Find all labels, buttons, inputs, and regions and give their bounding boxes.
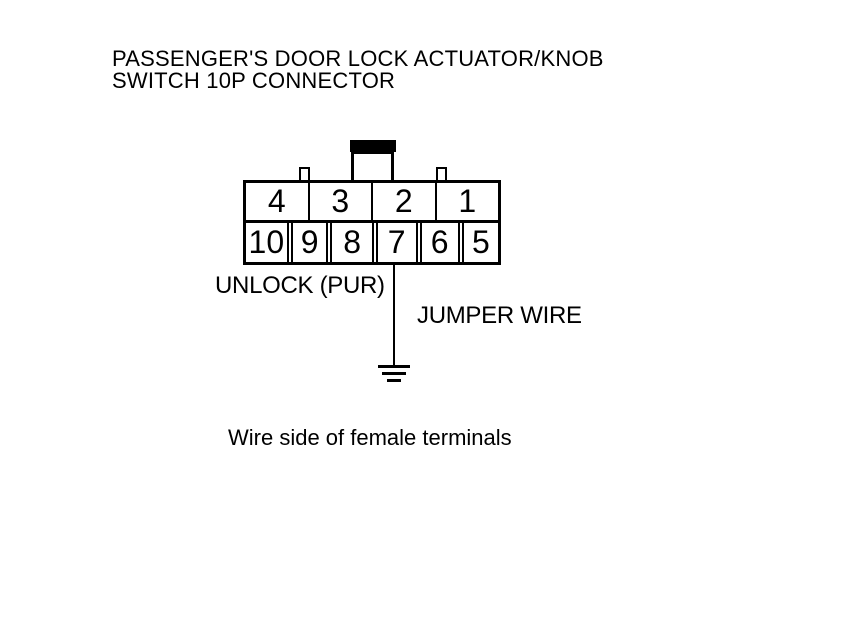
pin-cell-2: 2	[373, 183, 437, 220]
connector-row-bottom: 10 9 8 7 6 5	[246, 223, 498, 262]
pin-cell-9: 9	[290, 223, 329, 262]
pin-cell-5: 5	[461, 223, 498, 262]
connector-10p: 4 3 2 1 10 9 8 7 6 5	[243, 140, 501, 265]
connector-lug-left-icon	[299, 167, 310, 181]
connector-key-tab-icon	[350, 140, 396, 152]
pin-cell-10: 10	[246, 223, 289, 262]
pin-cell-6: 6	[419, 223, 460, 262]
title-line-1: PASSENGER'S DOOR LOCK ACTUATOR/KNOB	[112, 46, 604, 71]
connector-key-stem	[351, 151, 394, 181]
jumper-wire-label: JUMPER WIRE	[417, 302, 582, 329]
pin-cell-7: 7	[375, 223, 418, 262]
pin-cell-8: 8	[330, 223, 374, 262]
jumper-wire-line	[393, 264, 395, 366]
pin-cell-4: 4	[246, 183, 310, 220]
view-caption: Wire side of female terminals	[228, 425, 512, 450]
pin-cell-1: 1	[458, 183, 477, 219]
ground-bar-top	[378, 365, 410, 368]
title-line-2: SWITCH 10P CONNECTOR	[112, 68, 396, 93]
ground-icon	[378, 365, 410, 386]
connector-row-top: 4 3 2 1	[246, 183, 498, 223]
ground-bar-bottom	[387, 379, 401, 382]
ground-bar-middle	[382, 372, 406, 375]
wire-function-label: UNLOCK (PUR)	[215, 272, 385, 299]
diagram-title: PASSENGER'S DOOR LOCK ACTUATOR/KNOB SWIT…	[112, 48, 604, 92]
pin-cell-3: 3	[310, 183, 373, 220]
connector-lug-right-icon	[436, 167, 447, 181]
connector-body: 4 3 2 1 10 9 8 7 6 5	[243, 180, 501, 265]
